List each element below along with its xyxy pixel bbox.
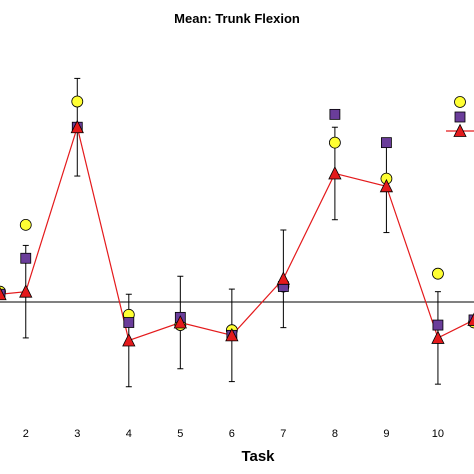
- triangle-data-point: [19, 284, 33, 298]
- legend: [446, 96, 474, 137]
- triangle-data-point: [276, 271, 291, 285]
- square-data-point: [123, 317, 135, 328]
- triangle-data-point: [379, 178, 394, 193]
- legend-marker-triangle: [453, 123, 467, 137]
- circle-data-point: [71, 95, 84, 108]
- x-tick-label: 2: [23, 428, 29, 440]
- circle-data-point: [19, 218, 32, 231]
- square-data-point: [329, 108, 341, 120]
- line-layer: [0, 124, 474, 342]
- square-data-point: [20, 252, 32, 264]
- x-tick-label: 10: [432, 428, 444, 440]
- square-data-point: [432, 319, 444, 331]
- square-data-point: [381, 137, 392, 149]
- x-tick-label: 3: [74, 428, 80, 440]
- triangle-data-point: [173, 315, 187, 329]
- circle-data-point: [432, 267, 444, 280]
- circle-data-point: [328, 136, 341, 149]
- triangle-data-point: [225, 327, 239, 342]
- x-tick-label: 6: [229, 428, 235, 440]
- x-tick-labels: 2 3 4 5 6 7 8 9 10: [23, 428, 444, 440]
- triangle-data-point: [328, 166, 342, 180]
- chart-title: Mean: Trunk Flexion: [174, 11, 300, 26]
- legend-marker-square: [454, 111, 466, 123]
- triangle-data-point: [122, 333, 136, 347]
- x-tick-label: 9: [383, 428, 389, 440]
- x-tick-label: 4: [126, 428, 132, 440]
- triangle-data-point: [431, 330, 445, 344]
- x-tick-label: 8: [332, 428, 338, 440]
- series-line: [0, 124, 474, 342]
- triangle-data-point: [0, 286, 7, 301]
- triangle-data-point: [70, 119, 84, 134]
- x-tick-label: 5: [177, 428, 183, 440]
- triangle-data-point: [467, 312, 474, 326]
- marker-layer: [0, 95, 474, 347]
- x-axis-label: Task: [241, 448, 275, 465]
- x-tick-label: 7: [280, 428, 286, 440]
- legend-marker-circle: [454, 96, 466, 108]
